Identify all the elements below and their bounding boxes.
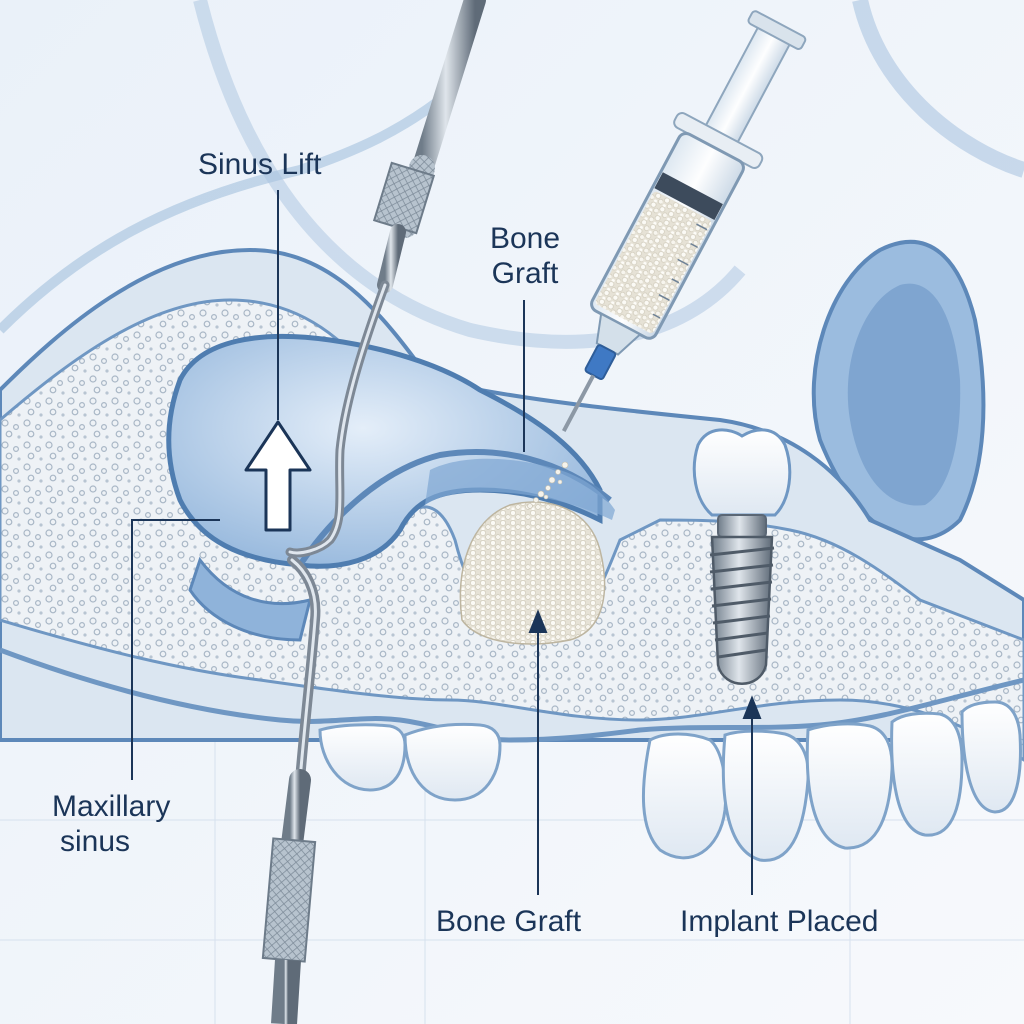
label-bone-graft-top-line2: Graft xyxy=(470,257,580,292)
label-sinus-lift: Sinus Lift xyxy=(198,148,321,183)
label-bone-graft-top-line1: Bone xyxy=(470,222,580,257)
label-maxillary-line1: Maxillary xyxy=(52,790,170,825)
label-implant-placed-text: Implant Placed xyxy=(680,905,878,938)
label-bone-graft-top: Bone Graft xyxy=(470,222,580,291)
label-bone-graft-bottom: Bone Graft xyxy=(436,905,581,940)
label-implant-placed: Implant Placed xyxy=(680,905,878,940)
label-bone-graft-bottom-text: Bone Graft xyxy=(436,905,581,938)
label-maxillary-sinus: Maxillary sinus xyxy=(52,790,170,859)
label-sinus-lift-text: Sinus Lift xyxy=(198,148,321,181)
label-maxillary-line2: sinus xyxy=(52,825,170,860)
